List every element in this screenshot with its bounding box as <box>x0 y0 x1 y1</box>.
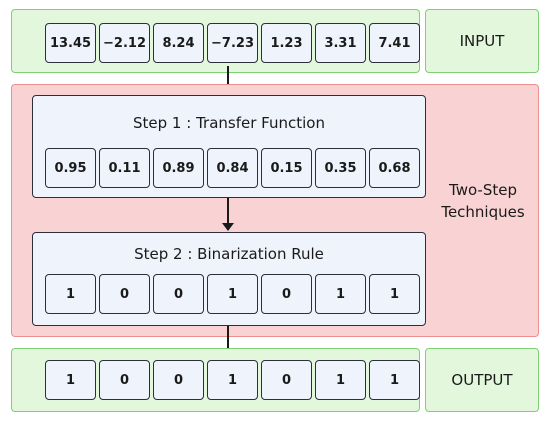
input-cell-7: 7.41 <box>369 23 420 63</box>
output-cell-6: 1 <box>315 360 366 400</box>
step1-cell-2: 0.11 <box>99 148 150 188</box>
output-cell-1: 1 <box>45 360 96 400</box>
step2-cell-7: 1 <box>369 274 420 314</box>
output-cell-3: 0 <box>153 360 204 400</box>
input-cell-6: 3.31 <box>315 23 366 63</box>
step2-title: Step 2 : Binarization Rule <box>134 245 324 263</box>
output-cells: 1 0 0 1 0 1 1 <box>45 360 420 400</box>
step1-title: Step 1 : Transfer Function <box>133 114 325 132</box>
step1-cell-5: 0.15 <box>261 148 312 188</box>
step2-cell-1: 1 <box>45 274 96 314</box>
input-cell-4: −7.23 <box>207 23 258 63</box>
step1-cell-6: 0.35 <box>315 148 366 188</box>
step2-cell-5: 0 <box>261 274 312 314</box>
step2-cells: 1 0 0 1 0 1 1 <box>45 274 420 314</box>
input-label-box: INPUT <box>425 9 539 73</box>
step1-cell-4: 0.84 <box>207 148 258 188</box>
step2-cell-6: 1 <box>315 274 366 314</box>
input-cell-1: 13.45 <box>45 23 96 63</box>
output-label: OUTPUT <box>451 371 513 389</box>
techniques-label-line1: Two-Step <box>449 181 517 199</box>
step1-cell-1: 0.95 <box>45 148 96 188</box>
step1-cell-7: 0.68 <box>369 148 420 188</box>
step1-cell-3: 0.89 <box>153 148 204 188</box>
techniques-label-line2: Techniques <box>441 203 525 221</box>
input-label: INPUT <box>459 32 505 50</box>
input-cells: 13.45 −2.12 8.24 −7.23 1.23 3.31 7.41 <box>45 23 420 63</box>
output-cell-7: 1 <box>369 360 420 400</box>
step2-cell-4: 1 <box>207 274 258 314</box>
step2-cell-2: 0 <box>99 274 150 314</box>
arrow-step1-to-step2 <box>222 198 234 231</box>
techniques-label: Two-Step Techniques <box>428 178 538 224</box>
step2-cell-3: 0 <box>153 274 204 314</box>
output-cell-2: 0 <box>99 360 150 400</box>
output-label-box: OUTPUT <box>425 348 539 412</box>
step1-cells: 0.95 0.11 0.89 0.84 0.15 0.35 0.68 <box>45 148 420 188</box>
output-cell-5: 0 <box>261 360 312 400</box>
output-cell-4: 1 <box>207 360 258 400</box>
input-cell-2: −2.12 <box>99 23 150 63</box>
input-cell-5: 1.23 <box>261 23 312 63</box>
input-cell-3: 8.24 <box>153 23 204 63</box>
